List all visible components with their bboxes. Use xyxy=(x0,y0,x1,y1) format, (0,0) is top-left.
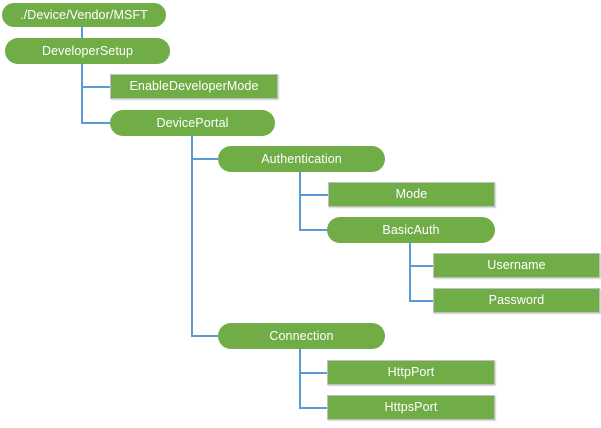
tree-node-password[interactable]: Password xyxy=(433,288,600,313)
tree-node-basicauth[interactable]: BasicAuth xyxy=(327,217,495,243)
connector-deviceportal-to-connection xyxy=(191,135,219,337)
tree-node-label: EnableDeveloperMode xyxy=(129,79,259,94)
tree-node-label: HttpPort xyxy=(387,365,435,380)
tree-node-httpsport[interactable]: HttpsPort xyxy=(327,395,495,420)
connector-connection-to-httpsport xyxy=(299,348,328,409)
connector-authentication-to-basicauth xyxy=(299,171,328,231)
tree-node-label: DevicePortal xyxy=(156,115,229,130)
tree-node-developersetup[interactable]: DeveloperSetup xyxy=(5,38,170,64)
connector-basicauth-to-password xyxy=(409,242,434,302)
tree-node-label: Mode xyxy=(395,187,428,202)
tree-node-label: Connection xyxy=(269,328,334,343)
tree-node-label: Authentication xyxy=(261,151,342,166)
tree-node-label: Password xyxy=(488,293,545,308)
tree-node-authentication[interactable]: Authentication xyxy=(218,146,385,172)
tree-node-enabledevelopermode[interactable]: EnableDeveloperMode xyxy=(110,74,278,99)
connector-developersetup-to-enabledevelopermode xyxy=(81,63,111,88)
tree-node-device-vendor-msft[interactable]: ./Device/Vendor/MSFT xyxy=(2,3,166,27)
tree-node-label: ./Device/Vendor/MSFT xyxy=(20,7,148,22)
tree-node-mode[interactable]: Mode xyxy=(328,182,495,207)
connector-connection-to-httpport xyxy=(299,348,328,374)
connector-developersetup-to-deviceportal xyxy=(81,63,111,124)
tree-node-deviceportal[interactable]: DevicePortal xyxy=(110,110,275,136)
connector-basicauth-to-username xyxy=(409,242,434,267)
connector-authentication-to-mode xyxy=(299,171,329,196)
tree-node-label: BasicAuth xyxy=(382,222,440,237)
tree-node-label: HttpsPort xyxy=(384,400,438,415)
tree-node-username[interactable]: Username xyxy=(433,253,600,278)
tree-node-connection[interactable]: Connection xyxy=(218,323,385,349)
tree-node-label: Username xyxy=(487,258,546,273)
connector-deviceportal-to-authentication xyxy=(191,135,219,160)
tree-node-label: DeveloperSetup xyxy=(41,43,134,58)
tree-node-httpport[interactable]: HttpPort xyxy=(327,360,495,385)
